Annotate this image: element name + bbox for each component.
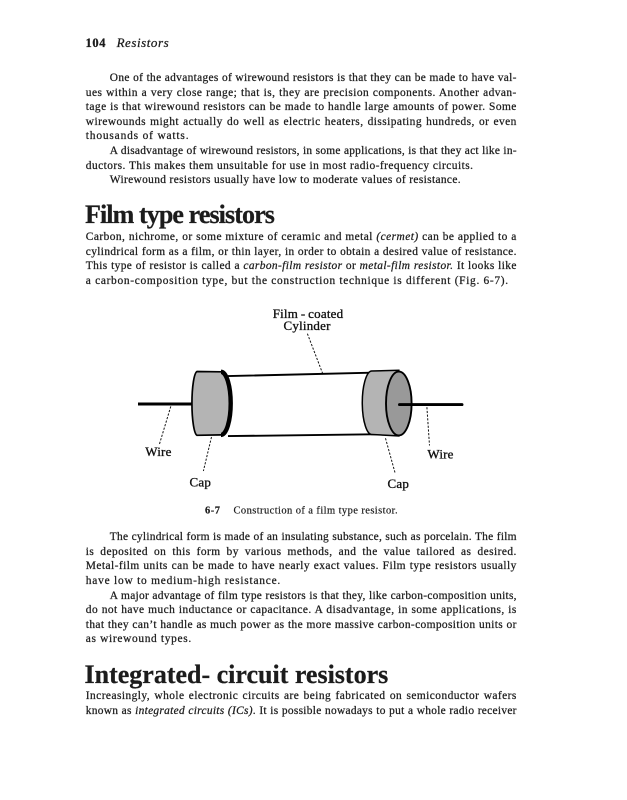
svg-text:Construction of a film type re: Construction of a film type resistor. [234, 505, 398, 516]
svg-text:Film - coated: Film - coated [273, 306, 344, 321]
svg-text:Cylinder: Cylinder [284, 318, 332, 333]
svg-text:Cap: Cap [190, 475, 212, 490]
svg-text:Wire: Wire [145, 444, 171, 459]
svg-text:Cap: Cap [388, 476, 410, 491]
svg-text:Wire: Wire [427, 447, 453, 462]
svg-text:6-7: 6-7 [205, 505, 221, 516]
